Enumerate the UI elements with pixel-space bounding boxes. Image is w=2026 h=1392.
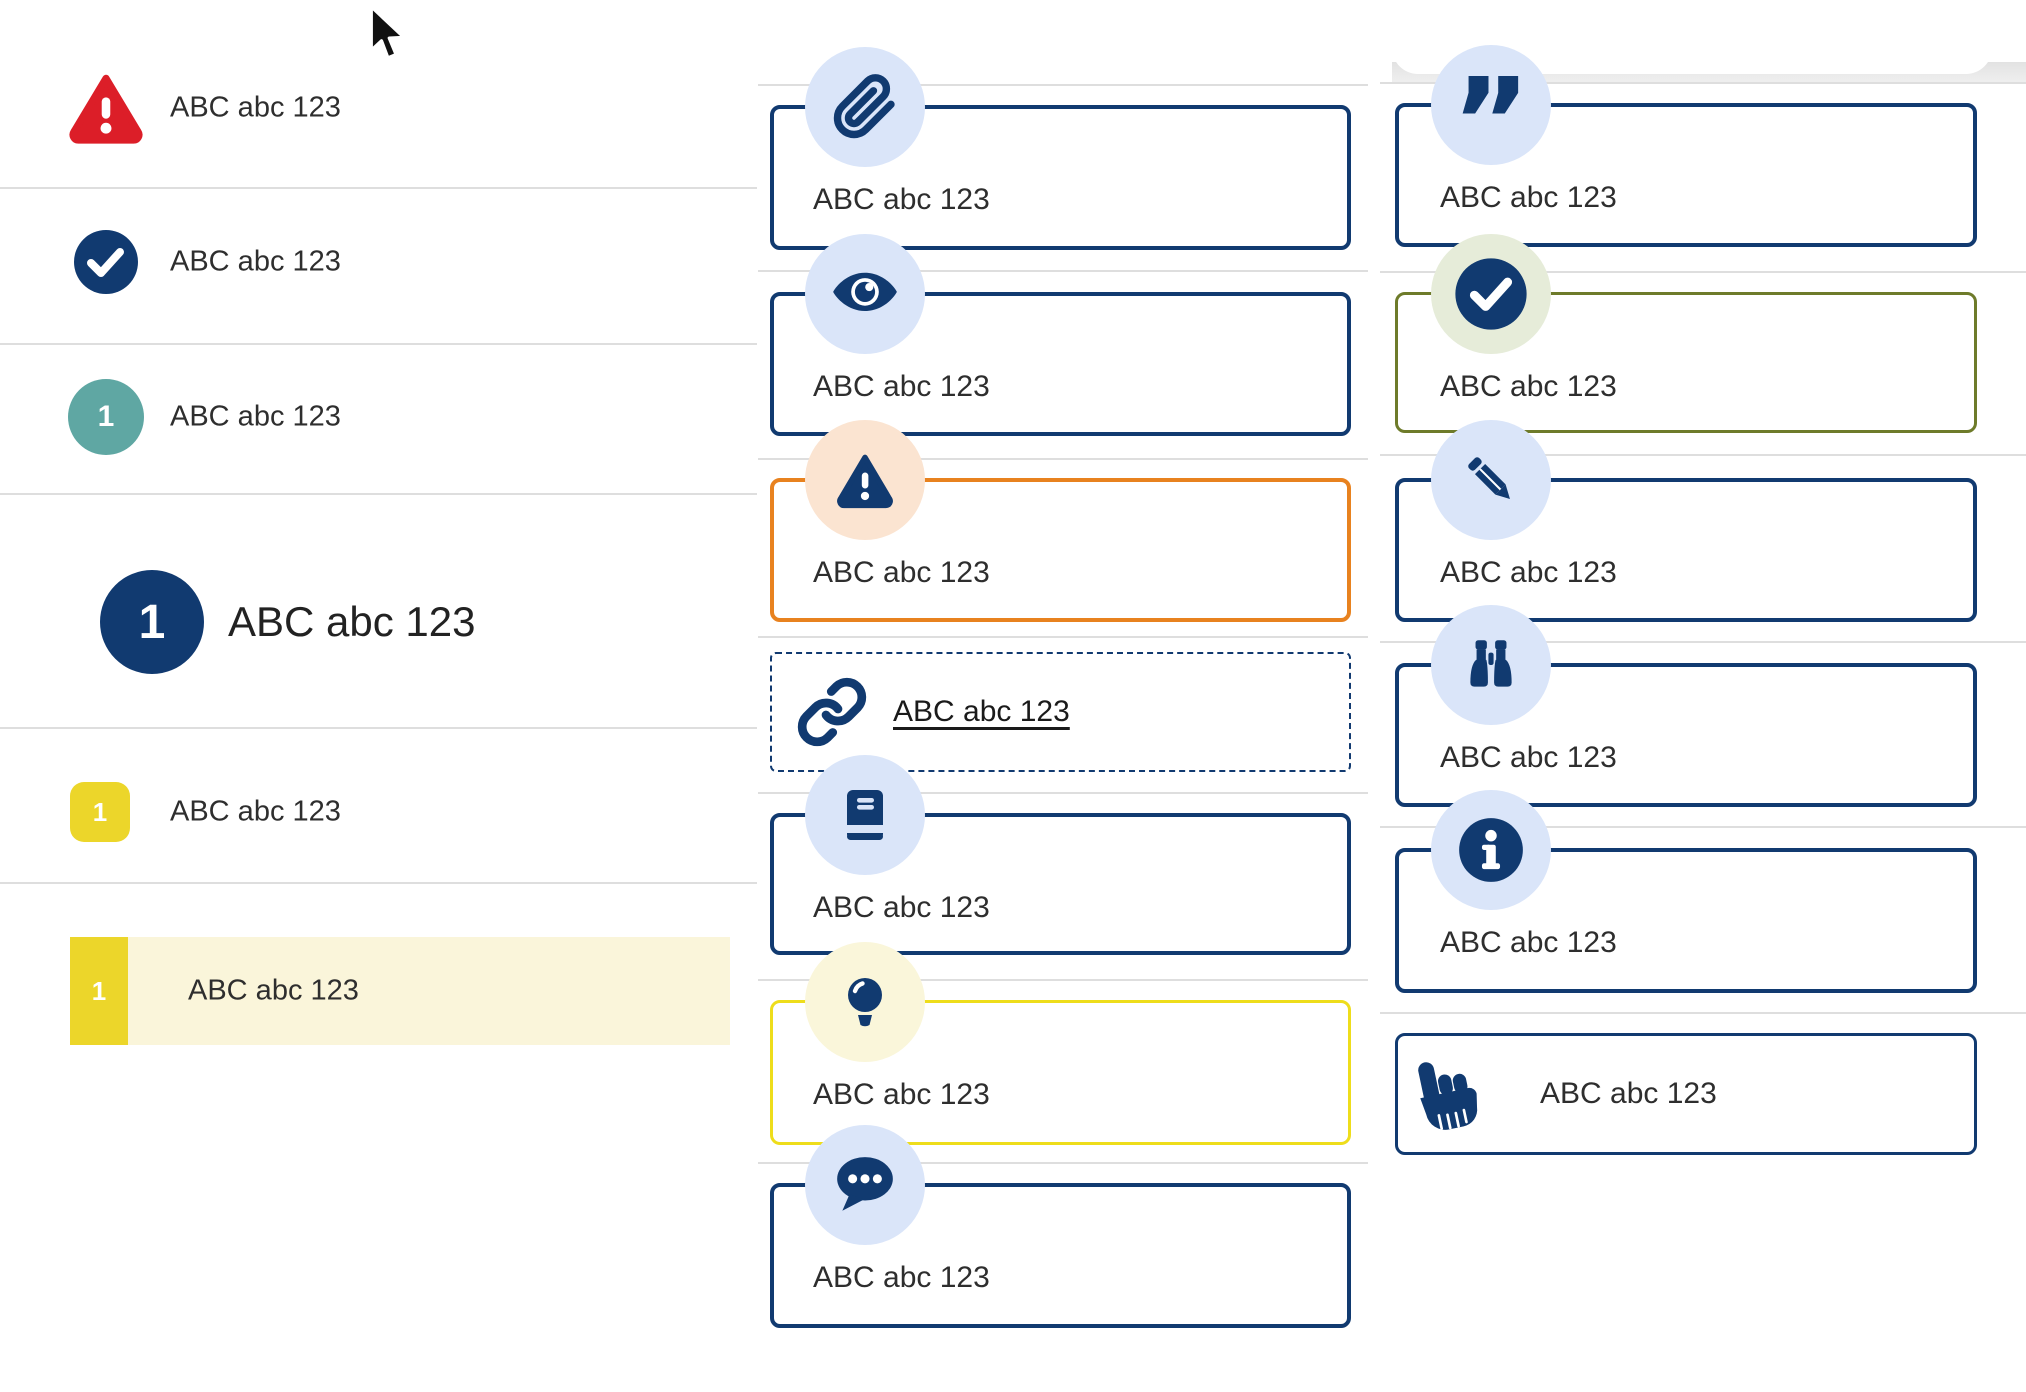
divider — [1380, 826, 2026, 828]
card-label: ABC abc 123 — [1440, 926, 1617, 959]
alert-triangle-icon — [66, 70, 146, 146]
binoculars-icon — [1431, 605, 1551, 725]
hand-point-icon — [1408, 1056, 1486, 1134]
card-label: ABC abc 123 — [1440, 181, 1617, 214]
divider — [0, 727, 757, 729]
list-item-label: ABC abc 123 — [170, 245, 341, 278]
divider — [758, 458, 1368, 460]
card-label: ABC abc 123 — [813, 183, 990, 216]
book-icon — [805, 755, 925, 875]
divider — [758, 979, 1368, 981]
quote-icon: ” — [1431, 45, 1551, 165]
teal-number-badge: 1 — [68, 379, 144, 455]
card-label: ABC abc 123 — [1540, 1077, 1717, 1110]
divider — [758, 84, 1368, 86]
mouse-cursor-icon — [366, 4, 412, 64]
eye-icon — [805, 234, 925, 354]
card-label: ABC abc 123 — [1440, 370, 1617, 403]
warning-icon — [805, 420, 925, 540]
card-label: ABC abc 123 — [1440, 556, 1617, 589]
info-icon — [1431, 790, 1551, 910]
check-circle-icon — [1431, 234, 1551, 354]
pencil-icon — [1431, 420, 1551, 540]
divider — [0, 882, 757, 884]
divider — [1380, 82, 2026, 84]
divider — [758, 1162, 1368, 1164]
chat-icon — [805, 1125, 925, 1245]
list-item-label: ABC abc 123 — [188, 974, 359, 1007]
section-heading: ABC abc 123 — [228, 598, 476, 645]
card-label: ABC abc 123 — [1440, 741, 1617, 774]
check-circle-icon — [74, 230, 138, 294]
divider — [758, 270, 1368, 272]
card-label: ABC abc 123 — [813, 1078, 990, 1111]
divider — [0, 187, 757, 189]
paperclip-icon — [805, 47, 925, 167]
callout-card-link[interactable] — [770, 652, 1351, 772]
divider — [0, 493, 757, 495]
divider — [758, 792, 1368, 794]
highlighted-row[interactable] — [128, 937, 730, 1045]
callout-card-quote[interactable] — [1395, 103, 1977, 247]
callout-card-action[interactable] — [1395, 1033, 1977, 1155]
divider — [1380, 1012, 2026, 1014]
list-item-label: ABC abc 123 — [170, 400, 341, 433]
divider — [1380, 641, 2026, 643]
list-item-label: ABC abc 123 — [170, 91, 341, 124]
divider — [1380, 454, 2026, 456]
yellow-number-badge: 1 — [70, 937, 128, 1045]
card-label: ABC abc 123 — [813, 556, 990, 589]
callout-card-comment[interactable] — [770, 1183, 1351, 1328]
divider — [758, 636, 1368, 638]
card-link[interactable]: ABC abc 123 — [893, 695, 1070, 728]
navy-number-badge: 1 — [100, 570, 204, 674]
divider — [0, 343, 757, 345]
yellow-number-badge: 1 — [70, 782, 130, 842]
card-label: ABC abc 123 — [813, 891, 990, 924]
divider — [1380, 271, 2026, 273]
card-label: ABC abc 123 — [813, 1261, 990, 1294]
link-icon — [796, 676, 868, 748]
lightbulb-icon — [805, 942, 925, 1062]
card-label: ABC abc 123 — [813, 370, 990, 403]
list-item-label: ABC abc 123 — [170, 795, 341, 828]
